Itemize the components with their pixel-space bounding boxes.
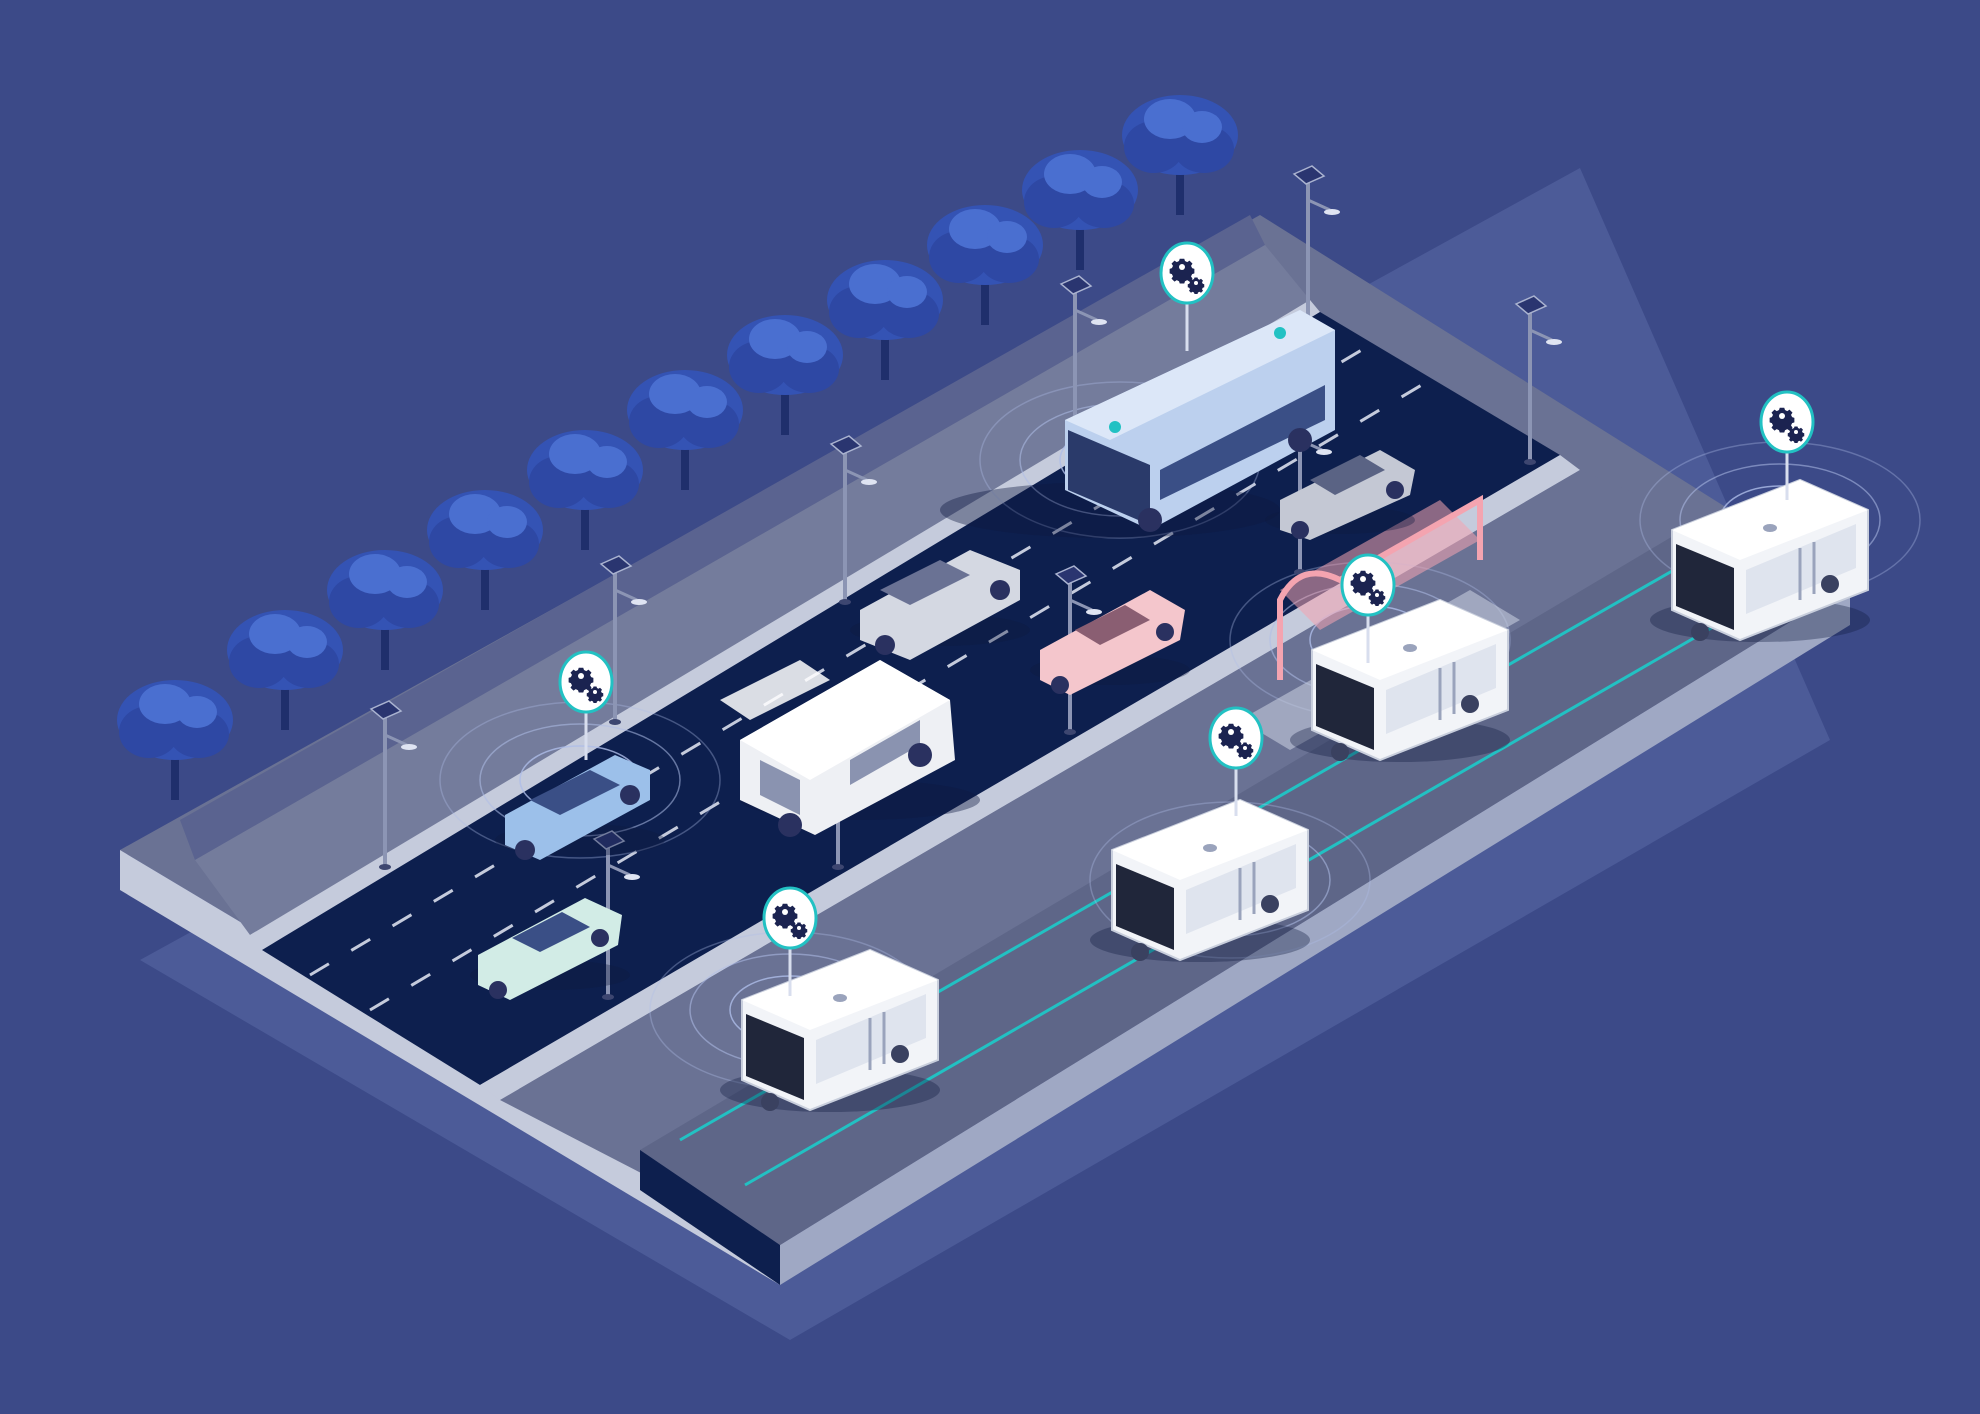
pod-track-front: [640, 1150, 780, 1285]
sedan-pink: [1030, 590, 1190, 695]
tree-icon: [1122, 95, 1238, 215]
sedan-mint: [470, 898, 630, 1000]
sidewalk: [195, 245, 1310, 935]
tree-strip: [180, 215, 1265, 860]
pickup-truck: [850, 550, 1030, 660]
tree-icon: [627, 370, 743, 490]
tree-icon: [117, 680, 233, 800]
curb-line: [250, 300, 1320, 950]
crosswalk: [720, 660, 830, 720]
tree-icon: [727, 315, 843, 435]
suv-blue: [495, 755, 665, 860]
tree-icon: [427, 490, 543, 610]
autonomous-bus: [940, 310, 1335, 538]
tree-icon: [227, 610, 343, 730]
camper-van: [740, 660, 980, 837]
tree-icon: [527, 430, 643, 550]
sedan-grey: [1265, 450, 1415, 540]
median-curb: [480, 455, 1580, 1100]
tree-icon: [827, 260, 943, 380]
tree-icon: [327, 550, 443, 670]
tree-icon: [927, 205, 1043, 325]
